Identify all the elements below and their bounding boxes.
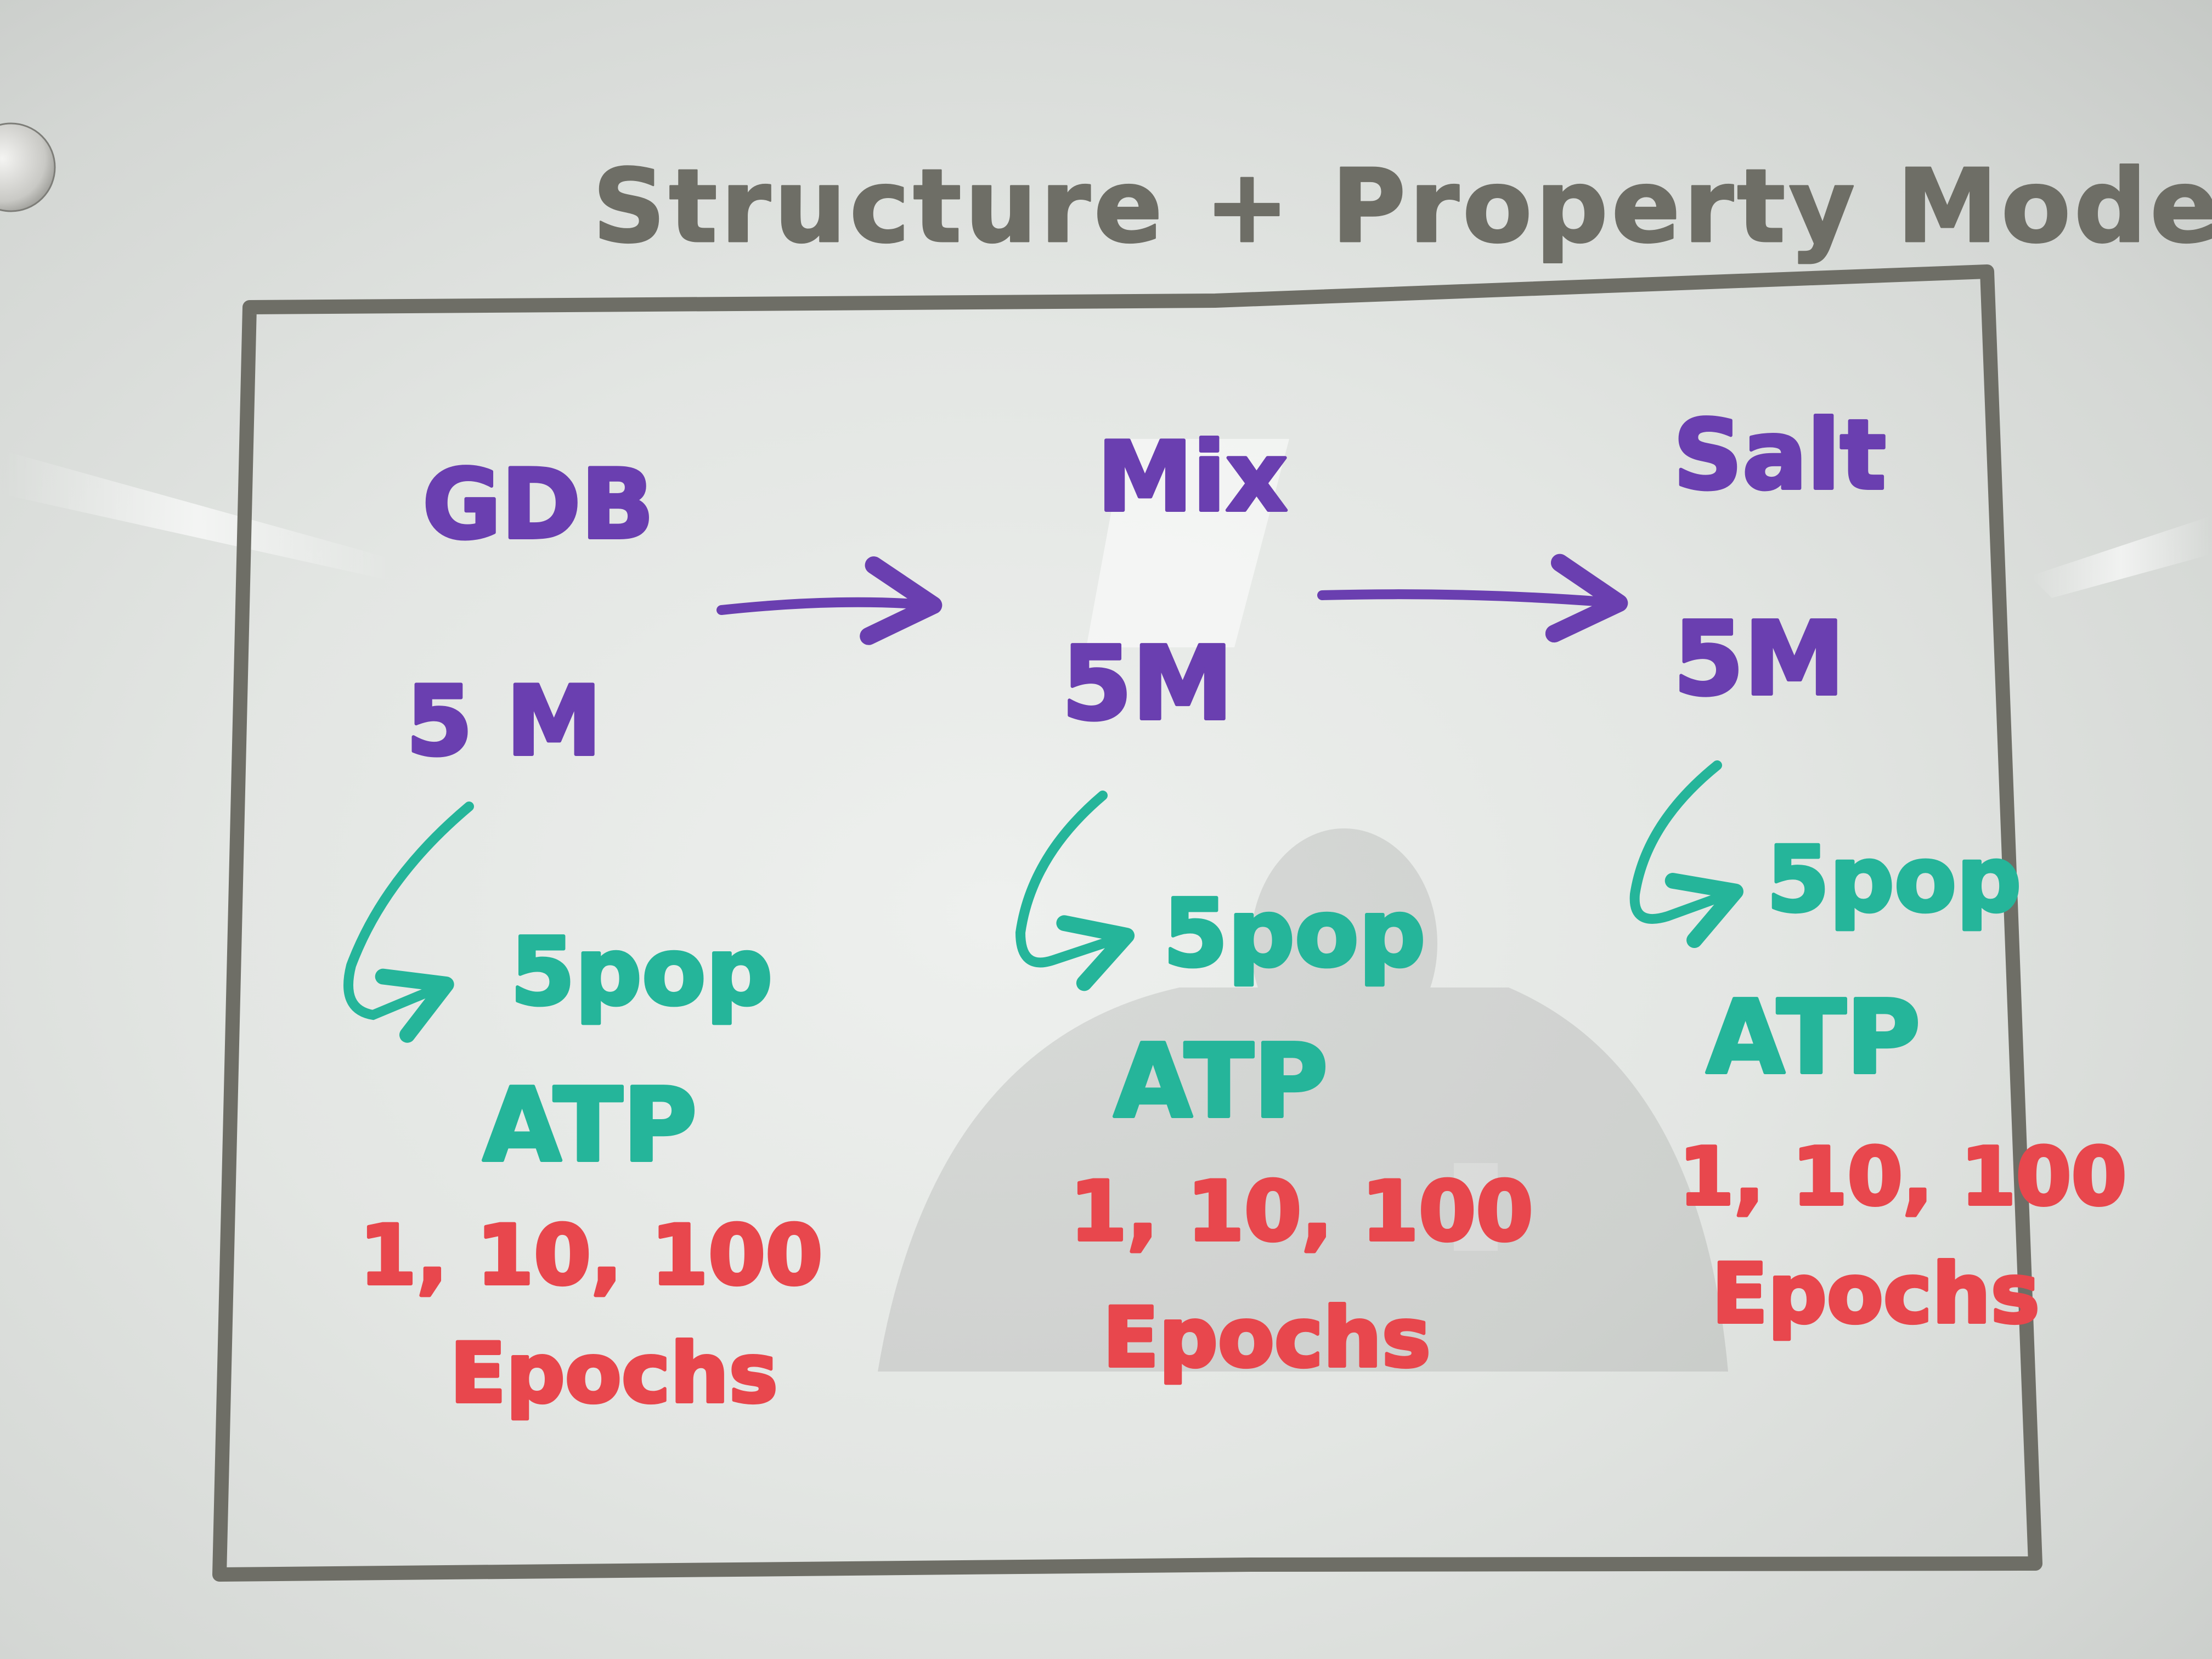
column-salt: Salt 5M 5pop ATP 1, 10, 100 Epochs	[1629, 398, 2128, 1344]
dataset-size: 5M	[1673, 600, 1845, 718]
method-label: ATP	[1706, 978, 1921, 1097]
column-gdb: GDB 5 M 5pop ATP 1, 10, 100 Epochs	[343, 448, 825, 1423]
epochs-label: Epochs	[1103, 1290, 1431, 1386]
magnet	[0, 122, 56, 212]
dataset-name: Salt	[1673, 400, 1886, 511]
light-glare	[0, 439, 2212, 1251]
method-label: ATP	[483, 1066, 697, 1184]
hook-arrow-icon	[1629, 760, 1743, 949]
sample-label: 5pop	[1163, 879, 1425, 988]
dataset-name: GDB	[422, 449, 654, 561]
board-title: Structure + Property Modeling	[592, 147, 2212, 266]
dataset-size: 5M	[1062, 624, 1233, 743]
arrow-mix-to-salt	[1317, 554, 1628, 643]
sample-label: 5pop	[510, 918, 772, 1026]
epochs-label: Epochs	[450, 1326, 778, 1421]
sample-label: 5pop	[1767, 827, 2021, 932]
dataset-size: 5 M	[406, 666, 602, 777]
epochs-values: 1, 10, 100	[1679, 1131, 2126, 1223]
method-label: ATP	[1114, 1022, 1328, 1141]
column-mix: Mix 5M 5pop ATP 1, 10, 100 Epochs	[1015, 420, 1535, 1387]
reflection-silhouette	[878, 828, 1728, 1372]
arrow-gdb-to-mix	[716, 556, 943, 645]
dataset-name: Mix	[1097, 422, 1288, 533]
hook-arrow-icon	[343, 802, 474, 1043]
epochs-values: 1, 10, 100	[1070, 1164, 1533, 1260]
epochs-values: 1, 10, 100	[359, 1208, 823, 1304]
epochs-label: Epochs	[1712, 1246, 2040, 1342]
hook-arrow-icon	[1015, 791, 1135, 991]
board-frame	[212, 264, 2042, 1582]
